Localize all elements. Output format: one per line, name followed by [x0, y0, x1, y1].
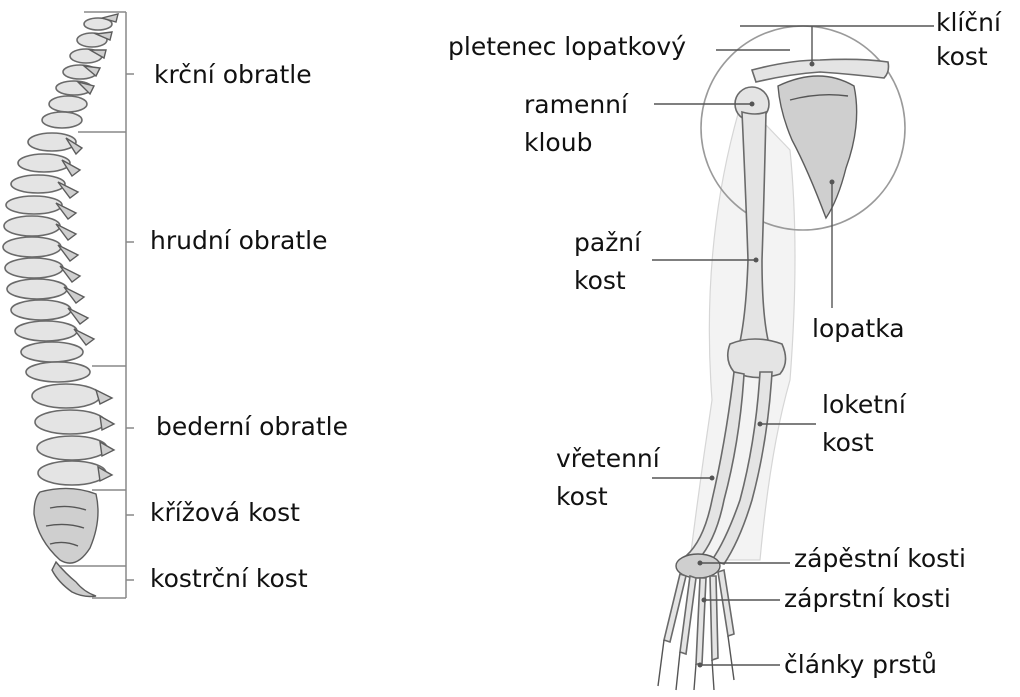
label-humerus-line2: kost — [574, 264, 626, 298]
sacrum — [34, 488, 98, 563]
label-radius-line2: kost — [556, 480, 608, 514]
label-cervical-vertebrae: krční obratle — [154, 58, 312, 92]
label-humerus-line1: pažní — [574, 226, 641, 260]
label-shoulder-girdle: pletenec lopatkový — [448, 30, 686, 64]
label-clavicle-line1: klíční — [936, 6, 1001, 40]
label-metacarpals: záprstní kosti — [784, 582, 951, 616]
label-clavicle-line2: kost — [936, 40, 988, 74]
label-shoulder-joint-line2: kloub — [524, 126, 592, 160]
label-shoulder-joint-line1: ramenní — [524, 88, 628, 122]
coccyx — [52, 562, 96, 597]
label-ulna-line2: kost — [822, 426, 874, 460]
label-radius-line1: vřetenní — [556, 442, 660, 476]
label-thoracic-vertebrae: hrudní obratle — [150, 224, 327, 258]
label-carpals: zápěstní kosti — [794, 542, 966, 576]
thoracic-vertebrae — [3, 133, 94, 382]
label-sacrum: křížová kost — [150, 496, 300, 530]
hand-bones — [658, 554, 734, 690]
label-coccyx: kostrční kost — [150, 562, 308, 596]
label-ulna-line1: loketní — [822, 388, 906, 422]
label-lumbar-vertebrae: bederní obratle — [156, 410, 348, 444]
label-scapula: lopatka — [812, 312, 905, 346]
label-phalanges: články prstů — [784, 648, 937, 682]
cervical-vertebrae — [42, 14, 118, 128]
spine-illustration — [3, 14, 118, 597]
lumbar-vertebrae — [32, 384, 114, 485]
